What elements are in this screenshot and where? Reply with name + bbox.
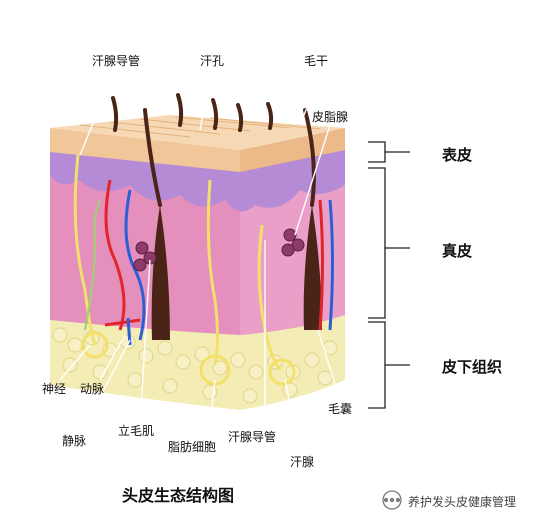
label-arrector-pili: 立毛肌 [118,424,155,438]
label-nerve: 神经 [42,382,67,396]
label-hair-follicle: 毛囊 [328,402,353,416]
wechat-icon [382,490,402,510]
label-sweat-gland: 汗腺 [290,455,315,469]
watermark-text: 养护发头皮健康管理 [408,495,517,509]
label-artery: 动脉 [80,382,105,396]
label-dermis: 真皮 [442,242,473,260]
leader-lines [59,69,341,456]
label-sebaceous-gland: 皮脂腺 [312,110,349,124]
diagram-caption: 头皮生态结构图 [122,486,235,505]
sebaceous-glands [133,228,305,272]
label-vein: 静脉 [62,434,87,448]
hair-follicle-left [151,205,170,340]
epidermis-cells [79,116,321,138]
label-subcutis: 皮下组织 [442,358,503,376]
label-sweat-pore: 汗孔 [200,54,225,68]
label-hair-shaft: 毛干 [304,54,329,68]
layer-brackets [368,141,410,409]
label-sweat-duct-top: 汗腺导管 [92,54,141,68]
nerve [84,199,101,331]
label-sweat-duct-bottom: 汗腺导管 [228,430,277,444]
hair-shafts [111,93,316,207]
hair-follicle-right [303,205,322,330]
epidermis-side [240,128,345,172]
epidermis-front [50,128,240,172]
label-epidermis: 表皮 [442,146,473,164]
label-fat-cell: 脂肪细胞 [168,440,217,454]
vessels [104,179,334,346]
